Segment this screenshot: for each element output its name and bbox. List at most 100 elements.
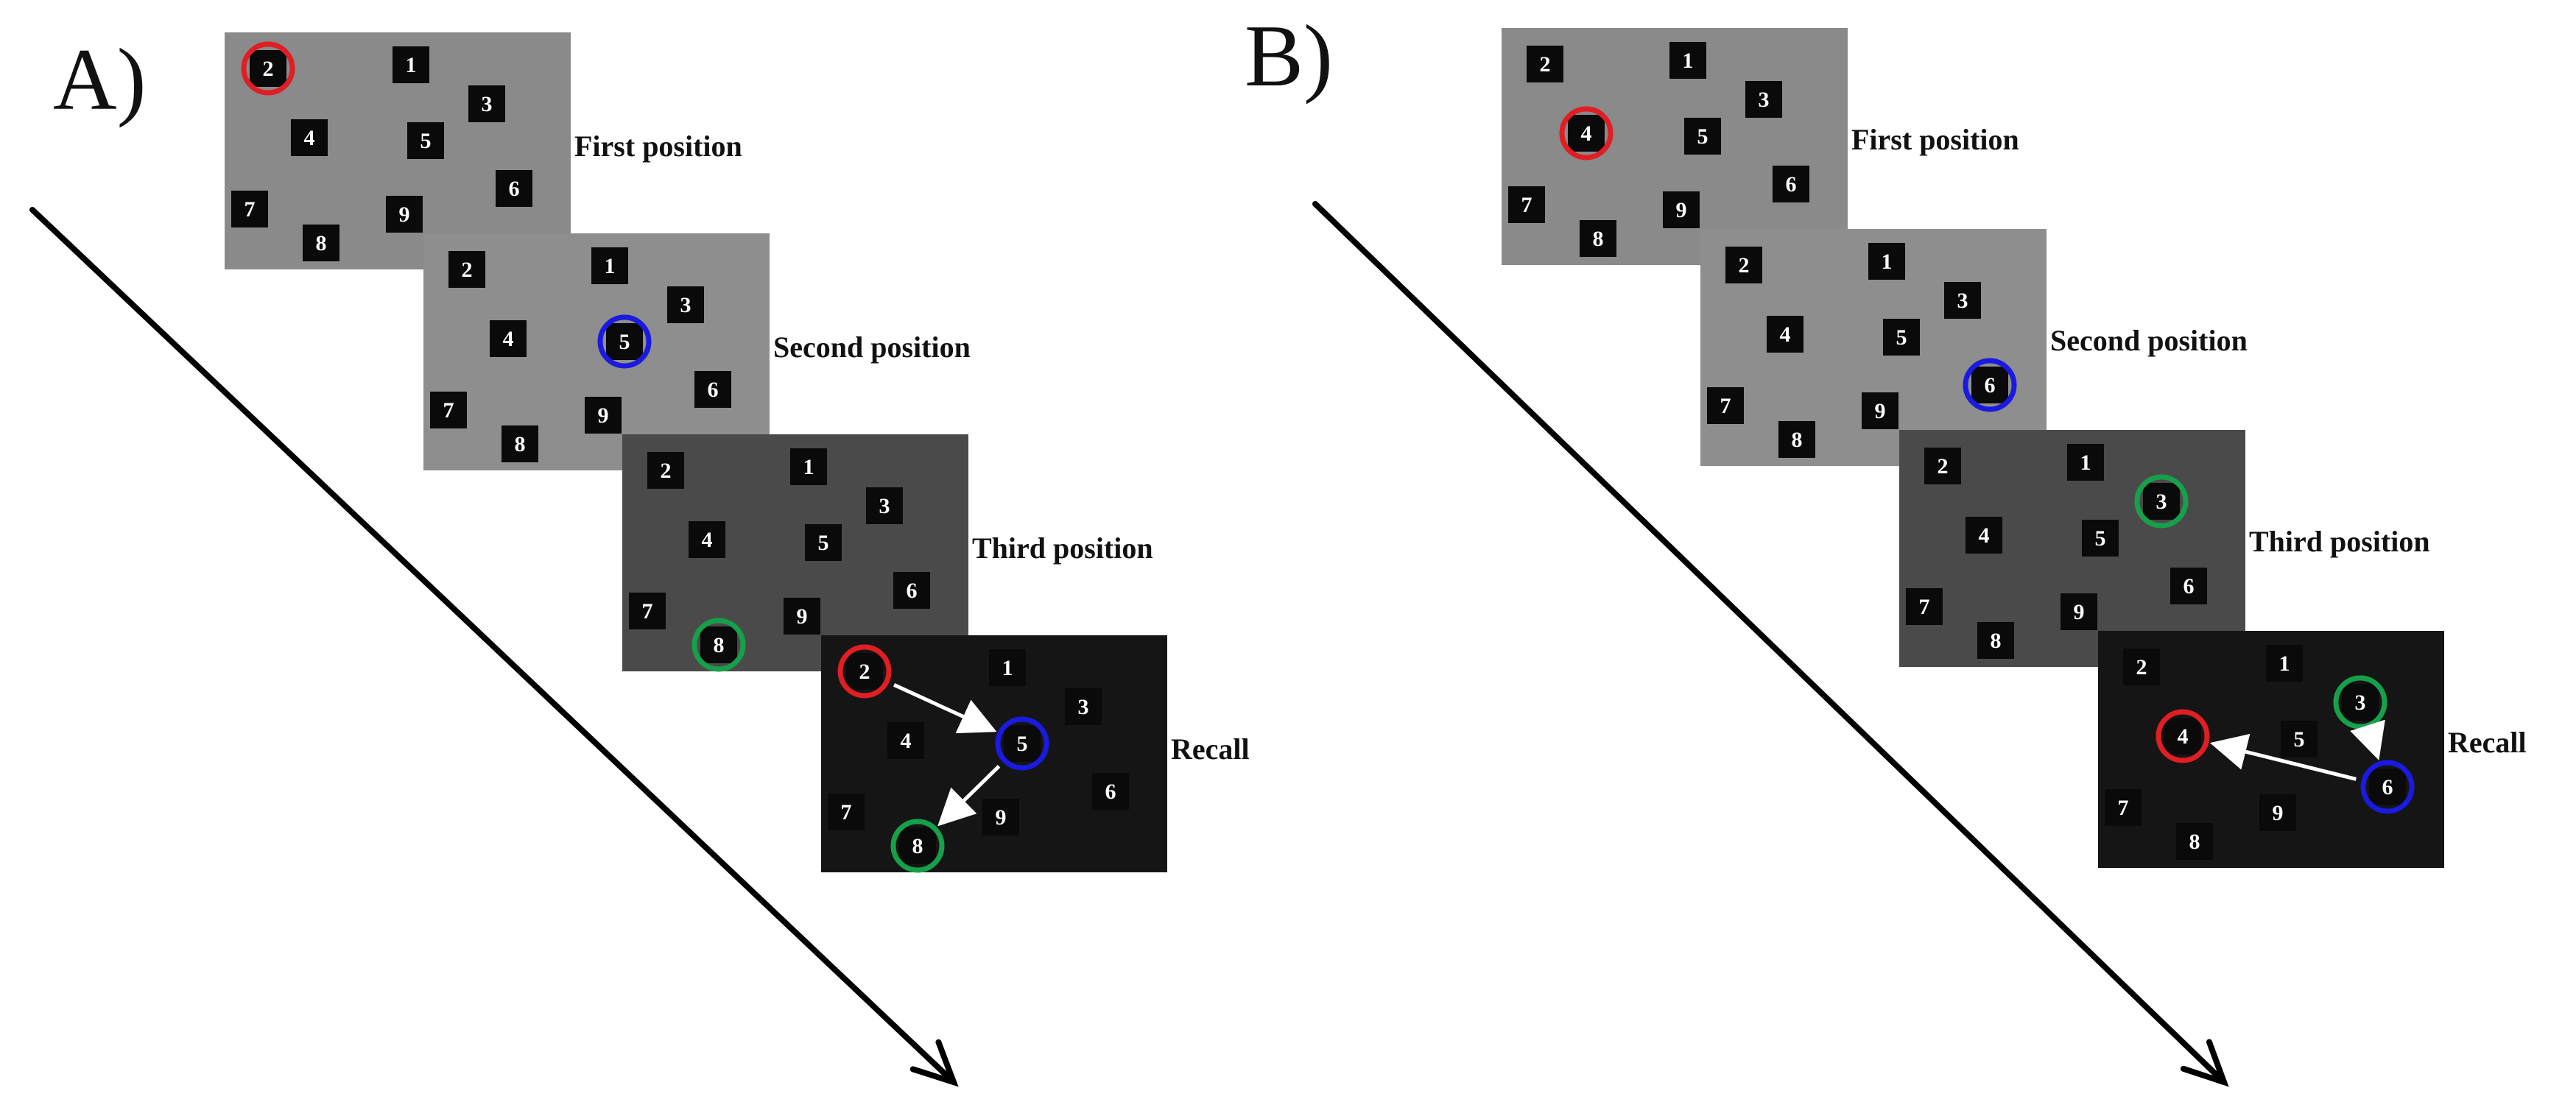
location-square-9 bbox=[386, 196, 423, 233]
location-digit: 4 bbox=[2178, 724, 2189, 749]
location-digit: 4 bbox=[901, 729, 912, 753]
location-digit: 1 bbox=[1882, 250, 1893, 274]
location-square-6 bbox=[1971, 367, 2008, 403]
location-digit: 1 bbox=[2080, 451, 2091, 475]
location-square-7 bbox=[629, 593, 666, 629]
location-digit: 8 bbox=[1792, 428, 1803, 452]
location-square-2 bbox=[2123, 649, 2160, 685]
location-digit: 7 bbox=[841, 800, 852, 824]
location-square-9 bbox=[1862, 392, 1898, 429]
location-digit: 3 bbox=[1078, 695, 1089, 719]
location-square-5 bbox=[1004, 725, 1041, 762]
highlight-circle-5 bbox=[597, 314, 652, 369]
location-square-3 bbox=[667, 286, 704, 323]
location-digit: 8 bbox=[1991, 629, 2002, 653]
highlight-circle-3 bbox=[2134, 474, 2189, 529]
location-digit: 3 bbox=[1957, 289, 1968, 313]
location-square-1 bbox=[591, 247, 628, 284]
stage-label: Third position bbox=[2249, 525, 2430, 558]
location-square-6 bbox=[2369, 769, 2406, 805]
recall-arrow-2-to-5 bbox=[893, 683, 997, 734]
stage-label: First position bbox=[1851, 123, 2019, 156]
location-square-5 bbox=[2082, 520, 2119, 557]
location-square-3 bbox=[1944, 282, 1981, 319]
location-digit: 2 bbox=[859, 660, 870, 684]
location-digit: 4 bbox=[702, 528, 713, 552]
time-arrow-line bbox=[29, 207, 957, 1085]
location-digit: 1 bbox=[406, 53, 417, 77]
location-digit: 5 bbox=[2095, 526, 2106, 551]
recall-arrow-3-to-6 bbox=[2350, 719, 2385, 760]
highlight-circle-4 bbox=[2156, 709, 2210, 763]
location-square-3 bbox=[1745, 81, 1782, 118]
stage-label: Second position bbox=[773, 331, 971, 364]
location-digit: 8 bbox=[714, 633, 725, 657]
location-square-5 bbox=[1883, 319, 1920, 356]
location-square-5 bbox=[1684, 118, 1721, 155]
location-square-9 bbox=[2259, 794, 2296, 831]
location-digit: 9 bbox=[2273, 801, 2284, 825]
location-digit: 5 bbox=[1896, 325, 1907, 350]
stage-label: Recall bbox=[1171, 732, 1250, 766]
location-square-8 bbox=[502, 425, 538, 462]
location-square-1 bbox=[393, 46, 429, 83]
location-square-4 bbox=[1966, 517, 2002, 554]
location-square-7 bbox=[1707, 387, 1744, 424]
location-digit: 1 bbox=[2279, 651, 2290, 676]
location-digit: 8 bbox=[2189, 830, 2200, 854]
location-digit: 2 bbox=[462, 258, 473, 282]
location-square-4 bbox=[291, 119, 328, 156]
location-square-2 bbox=[448, 251, 485, 288]
location-digit: 5 bbox=[1017, 732, 1028, 756]
location-square-8 bbox=[700, 626, 737, 663]
location-square-3 bbox=[2342, 684, 2379, 721]
location-digit: 6 bbox=[1985, 373, 1996, 398]
location-digit: 3 bbox=[1759, 88, 1770, 112]
location-square-6 bbox=[694, 371, 731, 408]
location-square-4 bbox=[887, 722, 924, 759]
stage-label: Recall bbox=[2448, 726, 2527, 759]
panel-letter: A) bbox=[53, 30, 147, 128]
panel-letter: B) bbox=[1245, 7, 1333, 105]
location-square-1 bbox=[1669, 42, 1706, 79]
stage-label: Second position bbox=[2050, 324, 2248, 357]
location-digit: 5 bbox=[619, 330, 630, 354]
location-square-2 bbox=[1725, 247, 1762, 283]
location-square-1 bbox=[2067, 444, 2104, 481]
location-digit: 8 bbox=[515, 432, 526, 456]
location-digit: 6 bbox=[1786, 172, 1797, 197]
location-digit: 7 bbox=[443, 398, 454, 423]
location-digit: 9 bbox=[1676, 198, 1687, 222]
location-square-7 bbox=[2105, 789, 2142, 826]
location-square-4 bbox=[1568, 115, 1605, 152]
recall-arrow-6-to-4 bbox=[2209, 733, 2357, 781]
location-digit: 1 bbox=[803, 455, 814, 479]
recall-arrow-5-to-8 bbox=[937, 764, 1001, 827]
location-square-4 bbox=[689, 521, 725, 558]
location-square-7 bbox=[231, 191, 268, 227]
location-digit: 3 bbox=[879, 494, 890, 518]
location-digit: 7 bbox=[642, 599, 653, 624]
stage-label: First position bbox=[574, 130, 742, 163]
location-square-3 bbox=[2143, 483, 2180, 520]
location-digit: 2 bbox=[1938, 454, 1949, 478]
location-square-8 bbox=[303, 225, 339, 261]
location-digit: 5 bbox=[818, 531, 829, 555]
location-digit: 2 bbox=[1540, 52, 1551, 77]
location-digit: 7 bbox=[1919, 595, 1930, 619]
location-square-8 bbox=[1580, 220, 1616, 257]
location-digit: 8 bbox=[1593, 227, 1604, 251]
location-square-2 bbox=[250, 50, 286, 87]
location-square-3 bbox=[866, 487, 903, 524]
location-digit: 9 bbox=[399, 202, 410, 227]
location-digit: 3 bbox=[2355, 690, 2366, 715]
location-digit: 4 bbox=[1780, 322, 1791, 347]
highlight-circle-8 bbox=[890, 819, 945, 873]
highlight-circle-4 bbox=[1559, 106, 1613, 160]
stage-label: Third position bbox=[972, 531, 1153, 565]
location-square-9 bbox=[982, 799, 1019, 836]
